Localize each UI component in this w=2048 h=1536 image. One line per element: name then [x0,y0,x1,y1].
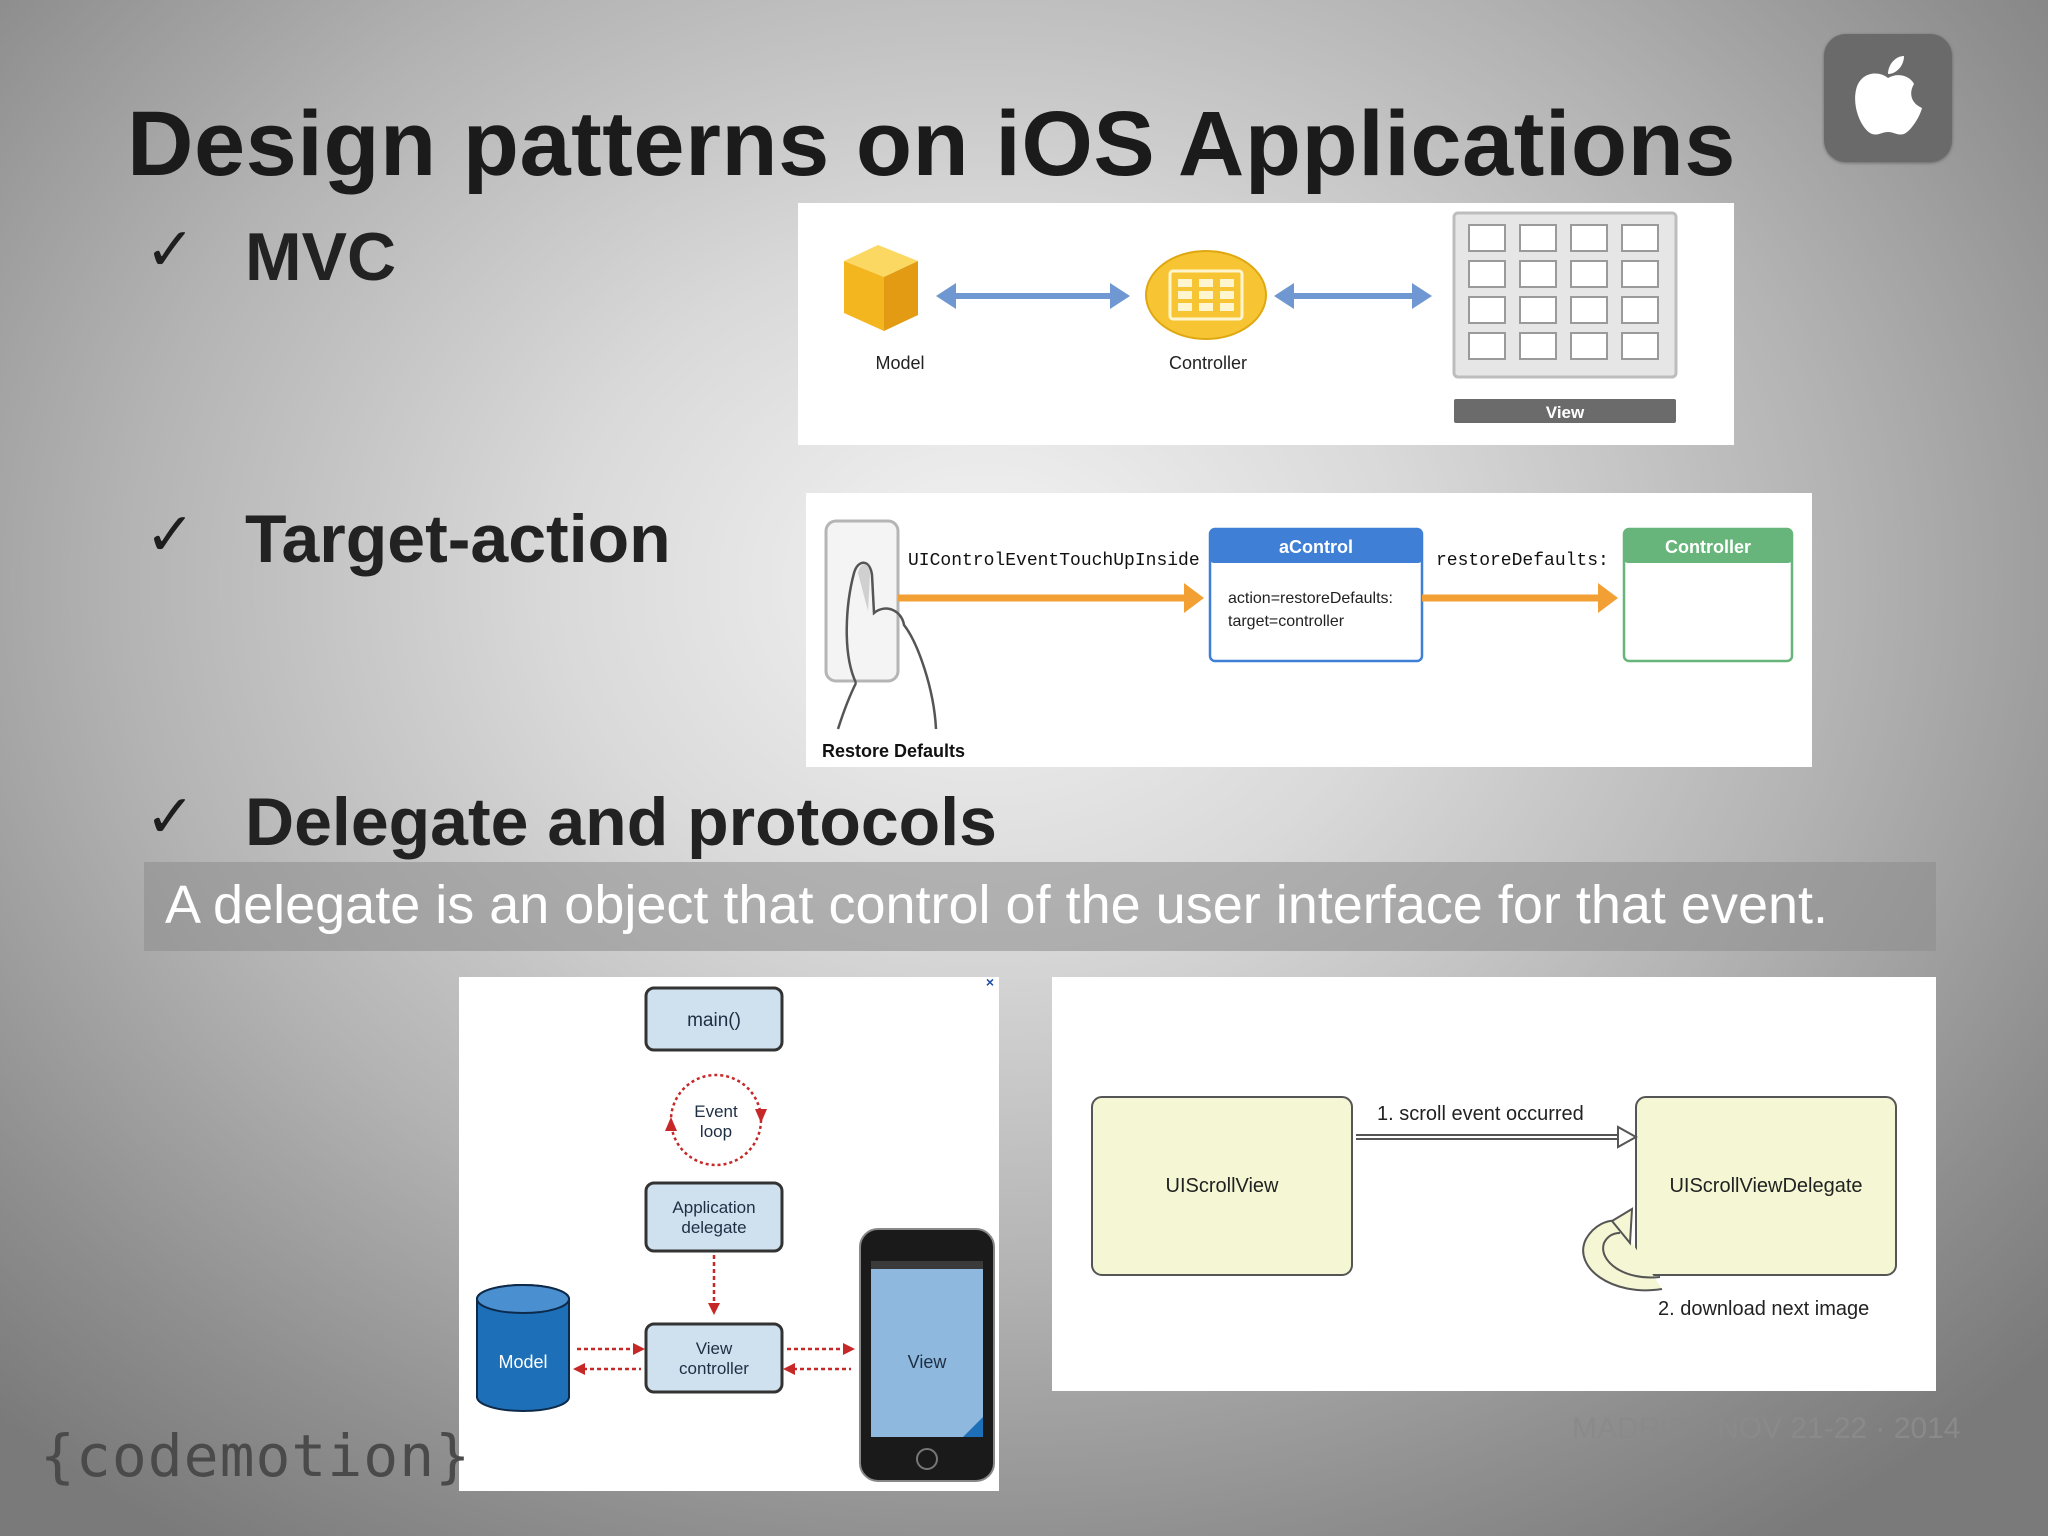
checkmark-icon: ✓ [145,500,196,570]
iphone-icon [859,1228,995,1482]
view-controller-label-2: controller [679,1359,749,1378]
database-icon [476,1284,570,1412]
app-flow-diagram: × main() Event loop Application delegate… [459,974,999,1491]
uiscrollview-box [1091,1096,1353,1276]
event-loop-label-2: loop [700,1122,732,1141]
delegate-definition: A delegate is an object that control of … [165,875,1829,935]
delegate-definition-band [144,862,1936,951]
close-icon: × [986,977,994,990]
mvc-view-label: View [1546,403,1585,422]
controller-title: Controller [1665,537,1751,557]
model-cube-icon [844,245,918,331]
main-box [644,986,784,1052]
arrow-icon [1356,1125,1639,1149]
main-label: main() [687,1010,741,1031]
orange-arrow-icon [898,583,1204,613]
acontrol-target: target=controller [1228,613,1345,630]
slide-title: Design patterns on iOS Applications [127,93,1736,195]
acontrol-title: aControl [1279,537,1353,557]
event-loop-icon [665,1073,767,1167]
bullet-mvc: MVC [245,219,397,295]
acontrol-action: action=restoreDefaults: [1228,590,1393,607]
apple-logo-icon [1855,56,1922,135]
double-arrow-icon [1274,283,1432,309]
event-loop-label-1: Event [694,1102,738,1121]
event-date: MADRID · NOV 21-22 · 2014 [1572,1412,1961,1445]
checkmark-icon: ✓ [145,215,196,285]
view-grid-icon [1452,211,1678,379]
app-flow-view-label: View [908,1352,948,1372]
dashed-arrow [577,1347,641,1371]
app-delegate-box [644,1181,784,1253]
view-controller-box [644,1322,784,1394]
scroll-delegate-diagram: UIScrollView UIScrollViewDelegate 1. scr… [1052,977,1936,1391]
view-controller-label-1: View [696,1339,733,1358]
controller-icon [1145,250,1267,340]
uiscrollview-label: UIScrollView [1166,1175,1280,1197]
uiscrollviewdelegate-label: UIScrollViewDelegate [1669,1175,1862,1197]
mvc-diagram: Model Controller [798,203,1734,445]
uiscrollviewdelegate-box [1635,1096,1897,1276]
restore-defaults-caption: Restore Defaults [822,741,965,761]
codemotion-logo: {codemotion} [40,1422,472,1490]
event-label: UIControlEventTouchUpInside [908,551,1200,571]
mvc-model-label: Model [875,353,924,373]
dashed-arrow [787,1347,851,1371]
checkmark-icon: ✓ [145,782,196,852]
step2-label: 2. download next image [1658,1298,1869,1320]
target-action-diagram: Restore Defaults UIControlEventTouchUpIn… [806,493,1812,767]
bullet-delegate: Delegate and protocols [245,784,997,860]
bullet-target-action: Target-action [245,501,671,577]
loop-arrow-icon [1582,1207,1663,1292]
app-delegate-label-1: Application [672,1198,755,1217]
orange-arrow-icon [1422,583,1618,613]
mvc-controller-label: Controller [1169,353,1247,373]
double-arrow-icon [936,283,1130,309]
view-caption-bar [1454,399,1676,423]
app-delegate-label-2: delegate [681,1218,746,1237]
step1-label: 1. scroll event occurred [1377,1103,1584,1125]
message-label: restoreDefaults: [1436,551,1609,571]
app-flow-model-label: Model [498,1352,547,1372]
apple-logo-badge [1824,34,1952,162]
